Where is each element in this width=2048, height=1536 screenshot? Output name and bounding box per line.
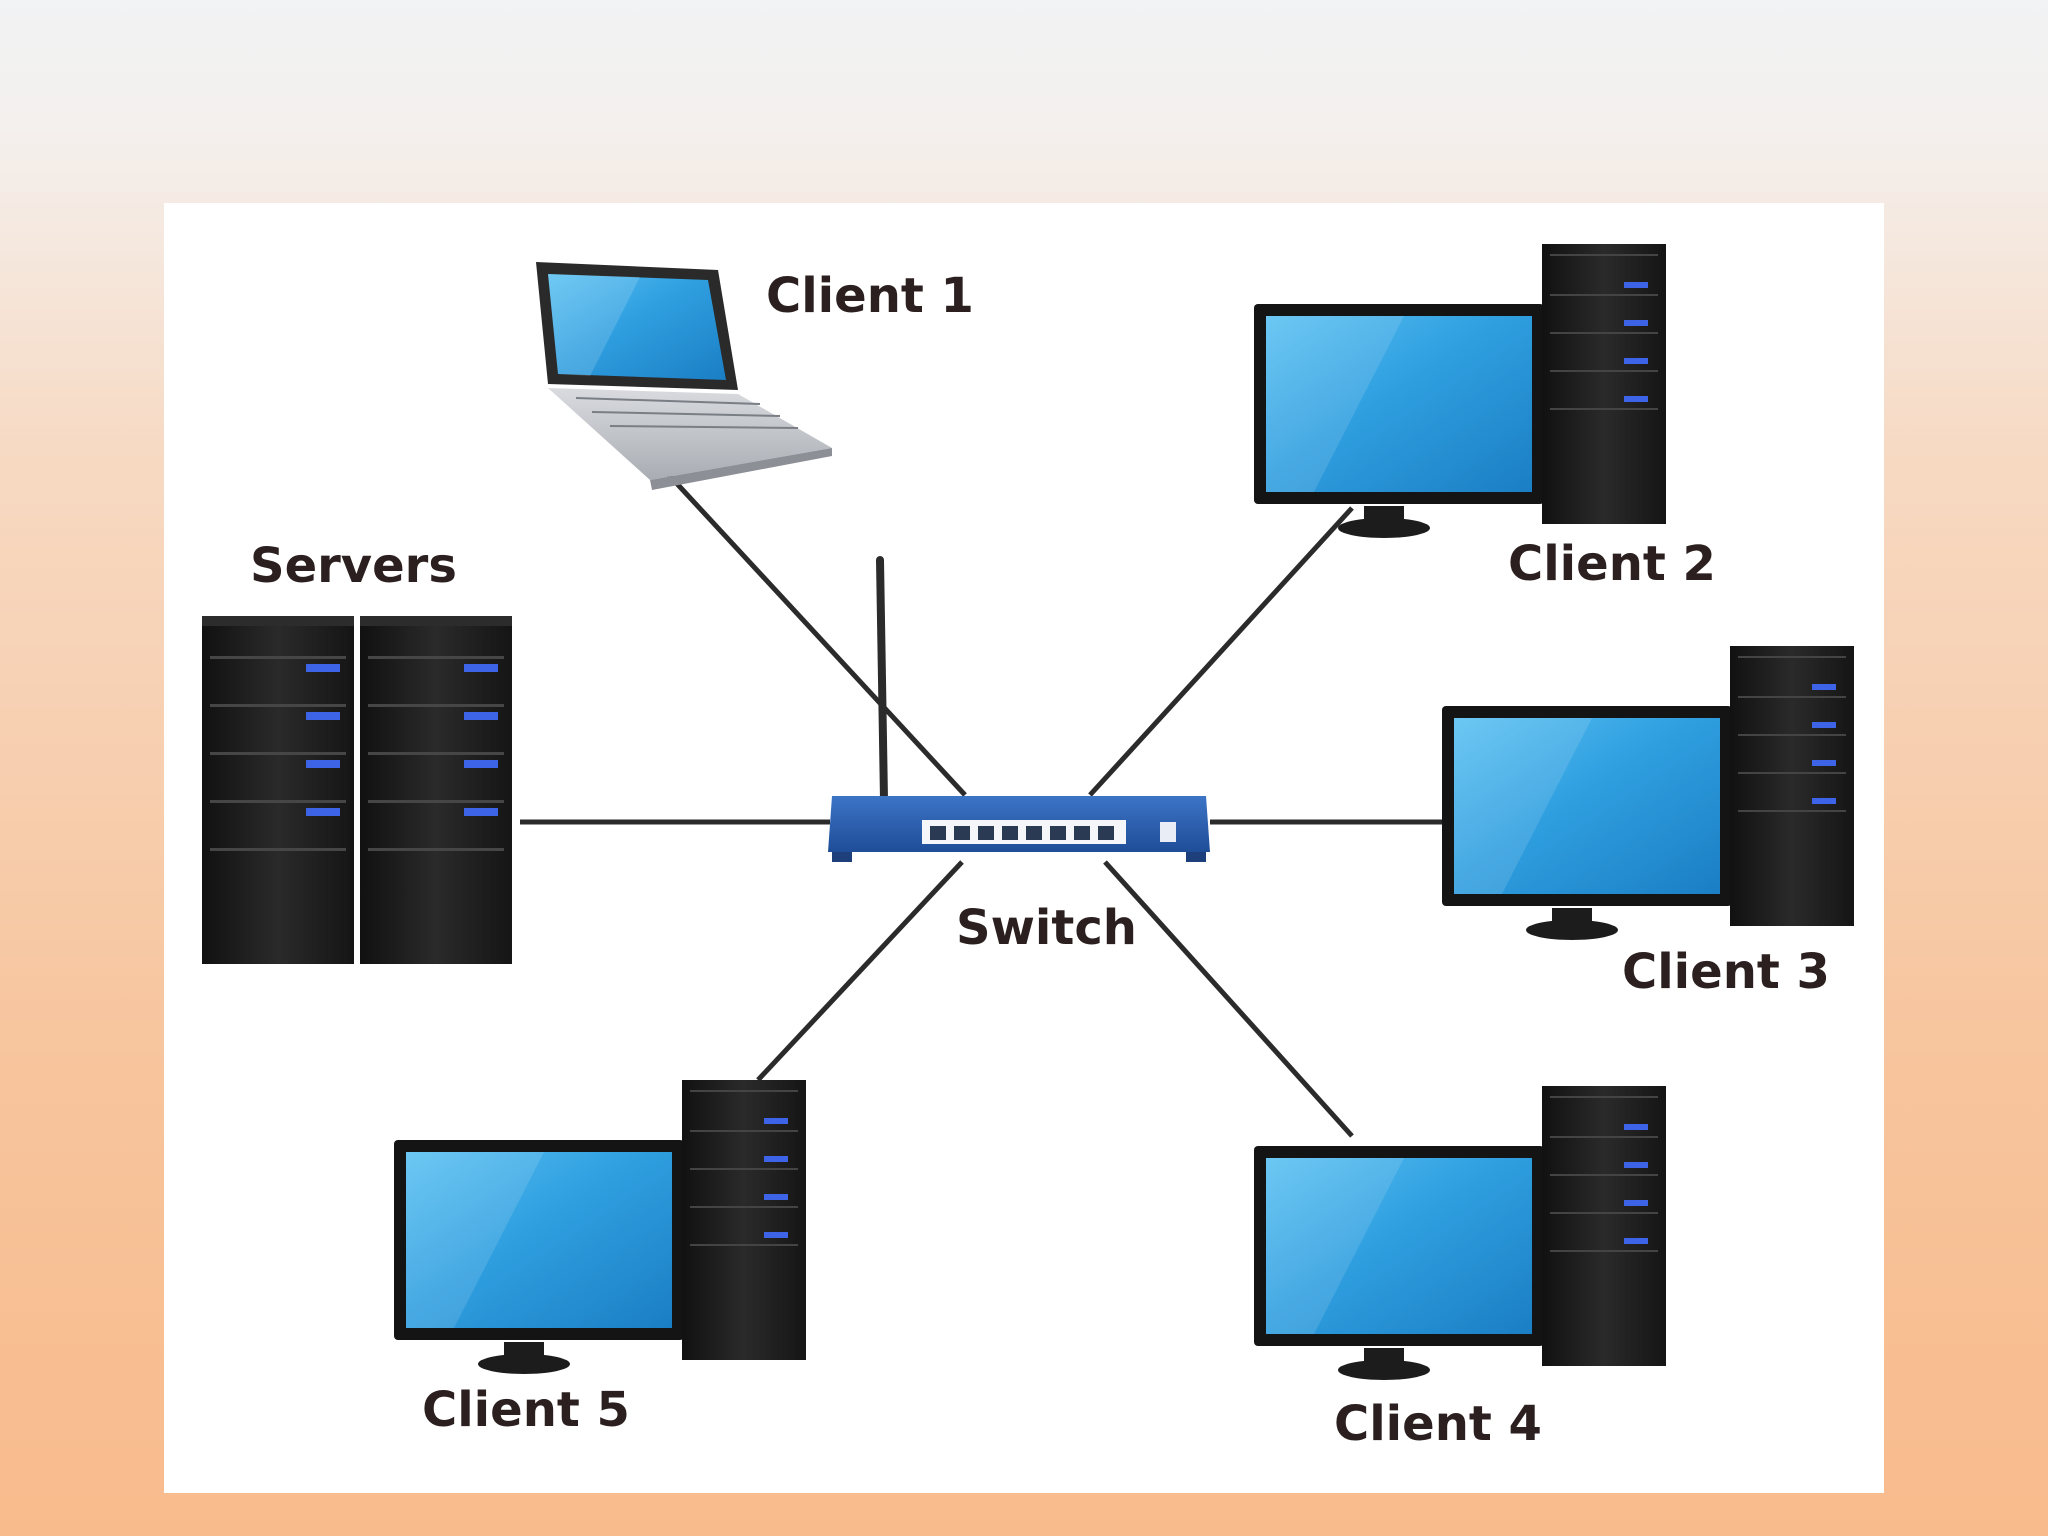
client1-label: Client 1 bbox=[766, 268, 974, 324]
client5-label: Client 5 bbox=[422, 1382, 630, 1438]
network-links bbox=[520, 472, 1442, 1138]
link-client5 bbox=[756, 860, 964, 1082]
link-client4 bbox=[1103, 860, 1354, 1138]
client3-label: Client 3 bbox=[1622, 944, 1830, 1000]
link-client1 bbox=[666, 472, 967, 797]
laptop-icon bbox=[536, 262, 832, 490]
switch-icon bbox=[828, 556, 1210, 862]
servers-label: Servers bbox=[250, 538, 457, 594]
link-client2 bbox=[1088, 506, 1354, 797]
client2-label: Client 2 bbox=[1508, 536, 1716, 592]
switch-label: Switch bbox=[956, 900, 1137, 956]
client4-label: Client 4 bbox=[1334, 1396, 1542, 1452]
